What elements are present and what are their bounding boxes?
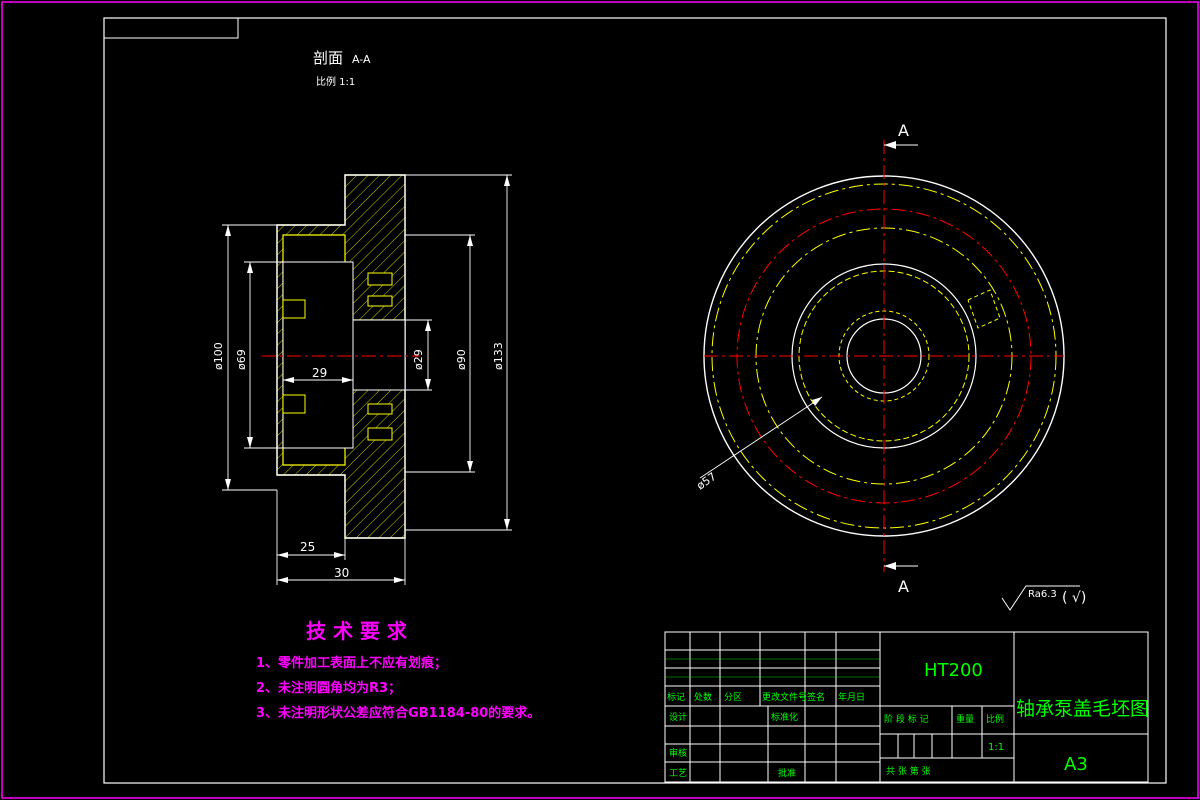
dim-d57: ø57 [694,470,718,493]
tech-req-title: 技 术 要 求 [306,619,408,643]
dim-d100: ø100 [212,342,225,370]
tb-rev-h4: 更改文件号 [762,691,807,703]
dim-d133: ø133 [492,342,505,370]
tb-rev-h6: 年月日 [838,691,865,703]
tb-rev-h2: 处数 [694,691,712,703]
top-left-box [103,17,239,39]
section-view: ø100 ø69 ø29 ø90 ø133 29 25 30 [212,174,512,585]
tb-size: A3 [1064,754,1088,775]
drawing-frame [103,17,1167,784]
tb-sheet: 共 张 第 张 [886,765,931,777]
surface-finish-text: Ra6.3 [1028,589,1057,600]
front-view [699,140,1065,572]
dim-len25: 25 [300,540,315,554]
title-block-green-lines [665,658,880,678]
pocket-5 [367,403,393,415]
tb-rev-h5: 签名 [807,691,825,703]
tb-scale-value: 1:1 [988,742,1004,753]
tb-material: HT200 [924,660,983,681]
tb-rev-h1: 标记 [667,691,685,703]
section-scale: 比例 1:1 [316,75,355,88]
tb-stage-h3: 比例 [986,713,1004,725]
dim-d29: ø29 [412,349,425,370]
tb-stage-h2: 重量 [956,713,974,725]
title-block [664,631,1149,783]
dim-len30: 30 [334,566,349,580]
dim-len29: 29 [312,366,327,380]
pocket-6 [367,427,393,441]
pocket-2 [282,394,306,414]
pocket-1 [282,299,306,319]
inner-bore [282,261,354,449]
cut-label-top: A [898,121,909,140]
cut-label-bottom: A [898,577,909,596]
dim-d69: ø69 [235,349,248,370]
tech-req-item-3: 3、未注明形状公差应符合GB1184-80的要求。 [256,705,540,721]
dim-d90: ø90 [455,349,468,370]
tb-role-approve: 批准 [778,767,796,779]
tb-role-design: 设计 [669,711,687,723]
tb-stage-h1: 阶 段 标 记 [884,713,929,725]
section-outline [276,174,406,539]
tech-req-item-1: 1、零件加工表面上不应有划痕； [256,655,447,671]
pocket-3 [367,272,393,286]
tb-role-std: 标准化 [771,711,798,723]
tb-role-review: 审核 [669,747,687,759]
surface-finish-icon [1001,585,1080,611]
tb-role-process: 工艺 [669,768,687,779]
pocket-4 [367,295,393,307]
tech-req-item-2: 2、未注明圆角均为R3； [256,680,401,696]
tb-rev-h3: 分区 [724,692,742,703]
tb-part-name: 轴承泵盖毛坯图 [1016,698,1149,720]
center-bore [352,319,406,391]
section-title: 剖面 [313,49,343,67]
surface-finish-paren: ( √) [1062,590,1086,606]
section-label: A-A [352,53,371,66]
